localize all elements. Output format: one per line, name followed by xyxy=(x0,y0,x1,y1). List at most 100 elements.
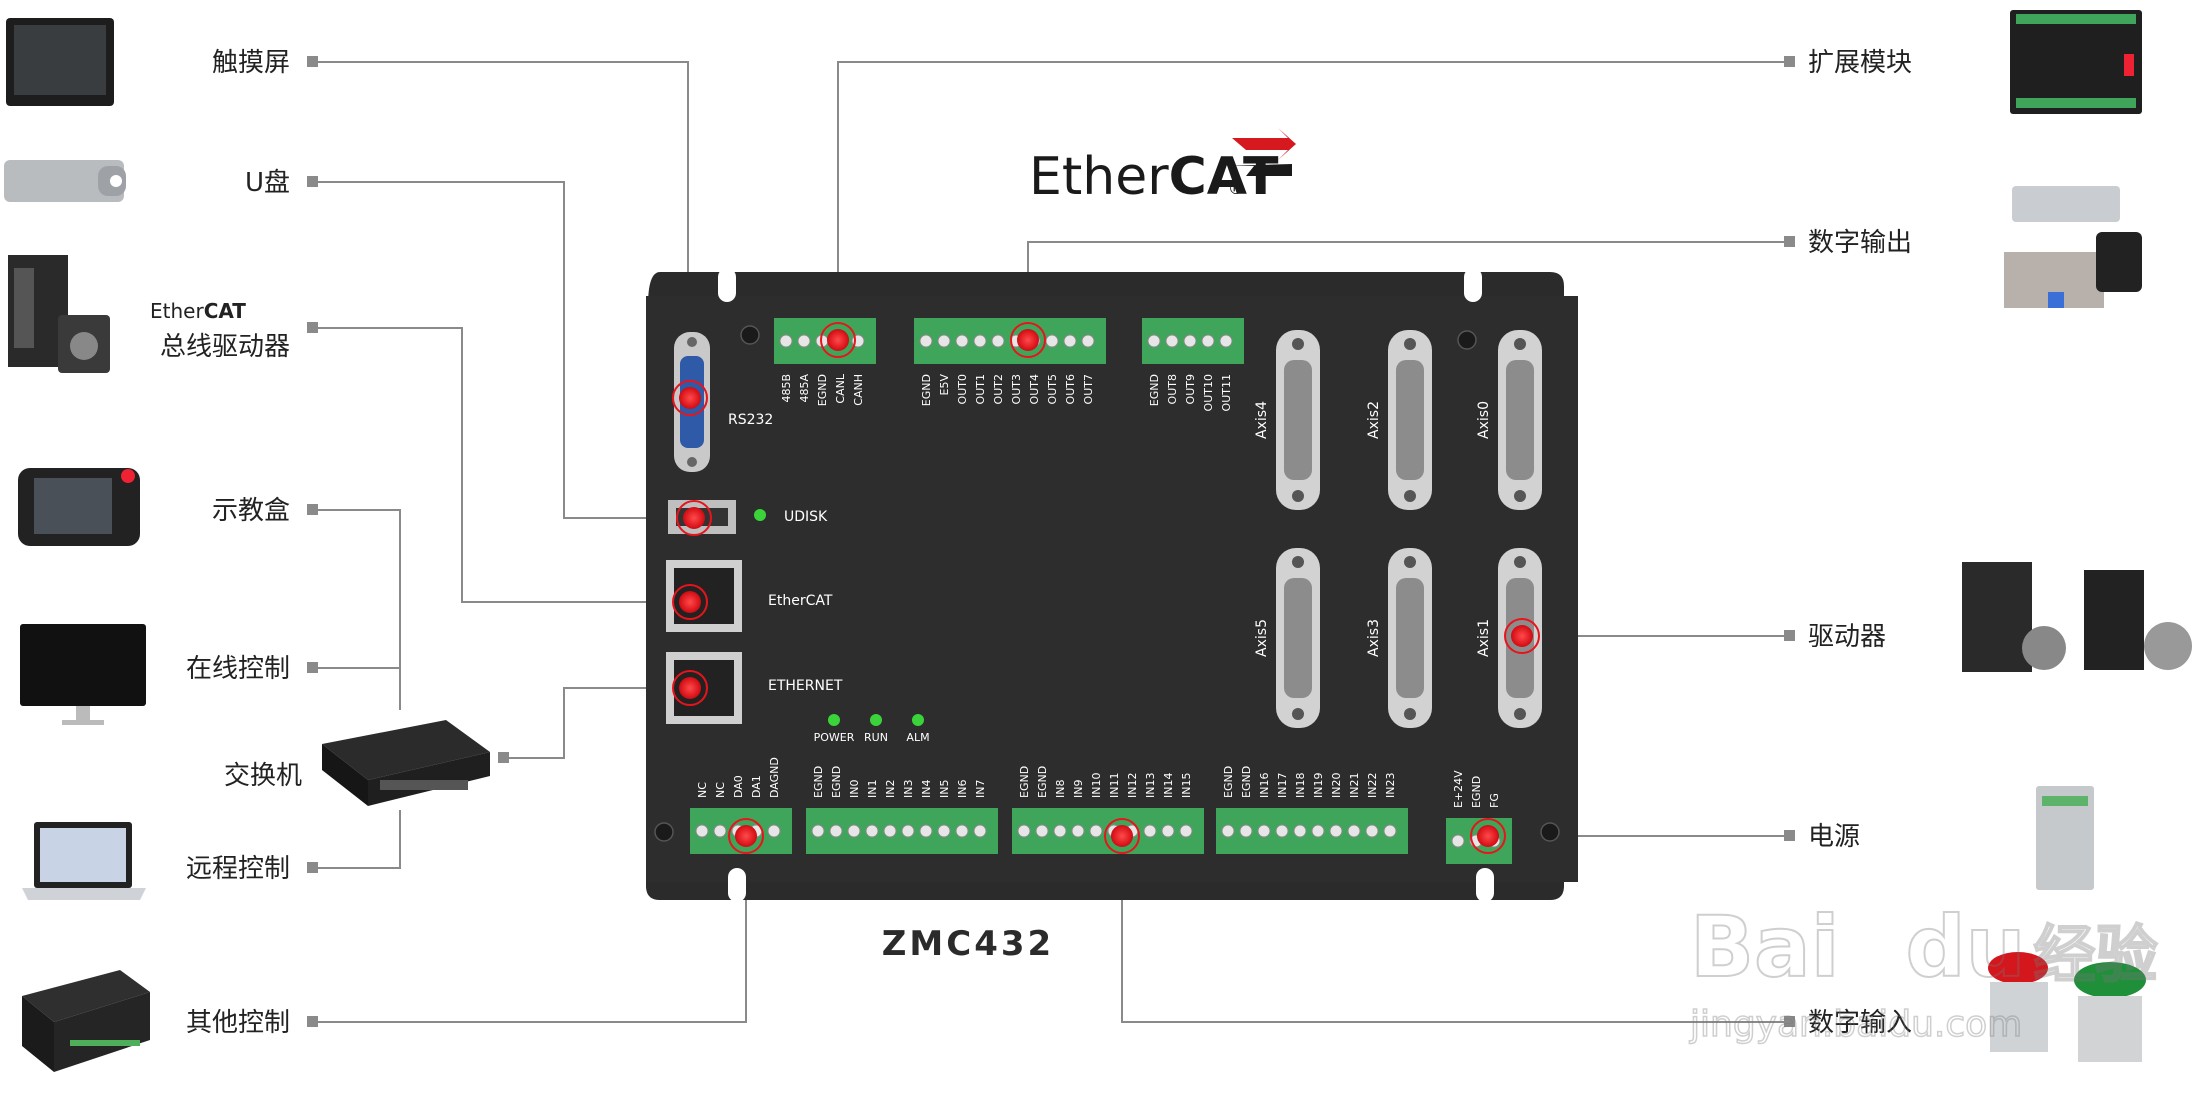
marker-can xyxy=(820,322,856,358)
axis-label: Axis3 xyxy=(1366,619,1382,657)
plc-image xyxy=(22,970,150,1072)
pin-label: IN7 xyxy=(974,780,987,798)
terminal-screw xyxy=(1045,334,1059,348)
axis-screw xyxy=(1514,338,1526,350)
pin-label: OUT7 xyxy=(1082,374,1095,404)
axis-port: Axis3 xyxy=(1366,548,1432,728)
ethercat-logo: EtherCAT ® xyxy=(1029,128,1296,207)
label-touchscreen: 触摸屏 xyxy=(212,48,290,78)
terminal-screw xyxy=(1239,824,1253,838)
marker-axis1 xyxy=(1504,618,1540,654)
axis-pins xyxy=(1396,578,1424,698)
line-switch xyxy=(504,687,690,759)
expansion-module-image xyxy=(2010,10,2142,114)
axis-pins xyxy=(1506,360,1534,480)
label-driver: 驱动器 xyxy=(1808,622,1886,652)
axis-screw xyxy=(1514,490,1526,502)
label-ethercat-small: EtherCAT xyxy=(150,299,246,323)
pin-label: IN22 xyxy=(1366,773,1379,798)
axis-screw xyxy=(1292,708,1304,720)
pin-label: OUT3 xyxy=(1010,374,1023,404)
line-udisk xyxy=(318,181,694,519)
marker-power xyxy=(1470,818,1506,854)
pin-label: IN4 xyxy=(920,780,933,798)
pin-label: IN15 xyxy=(1180,773,1193,798)
pin-label: OUT9 xyxy=(1184,374,1197,404)
pin-label: EGND xyxy=(816,374,829,406)
pin-label: IN17 xyxy=(1276,773,1289,798)
terminal-screw xyxy=(865,824,879,838)
marker-out xyxy=(1010,322,1046,358)
marker-ethercat xyxy=(672,584,708,620)
terminal-out_b: EGND OUT8 OUT9 OUT10 OUT11 xyxy=(1142,318,1244,411)
terminal-screw xyxy=(937,334,951,348)
svg-text:jingyan.baidu.com: jingyan.baidu.com xyxy=(1689,1004,2022,1045)
pin-label: 485B xyxy=(780,374,793,403)
pin-label: CANH xyxy=(852,374,865,406)
pin-label: IN21 xyxy=(1348,773,1361,798)
terminal-screw xyxy=(1035,824,1049,838)
pin-label: EGND xyxy=(812,766,825,798)
pin-label: OUT8 xyxy=(1166,374,1179,404)
axis-port: Axis4 xyxy=(1254,330,1320,510)
label-other-control: 其他控制 xyxy=(186,1008,290,1038)
pin-label: E+24V xyxy=(1452,770,1465,808)
pin-label: IN11 xyxy=(1108,773,1121,798)
ethernet-label: ETHERNET xyxy=(768,678,843,694)
terminal-screw xyxy=(919,334,933,348)
label-remote-control: 远程控制 xyxy=(186,854,290,884)
pin-label: OUT10 xyxy=(1202,374,1215,411)
pin-label: OUT11 xyxy=(1220,374,1233,411)
terminal-screw xyxy=(1089,824,1103,838)
pin-label: EGND xyxy=(1018,766,1031,798)
axis-label: Axis4 xyxy=(1254,401,1270,439)
terminal-screw xyxy=(973,824,987,838)
label-switch: 交换机 xyxy=(224,761,302,791)
terminal-screw xyxy=(1293,824,1307,838)
status-leds: POWER RUN ALM xyxy=(814,714,930,744)
pin-label: IN3 xyxy=(902,780,915,798)
terminal-screw xyxy=(1347,824,1361,838)
screws xyxy=(654,325,1560,842)
terminal-screw xyxy=(767,824,781,838)
pin-label: EGND xyxy=(1148,374,1161,406)
pin-label: EGND xyxy=(1240,766,1253,798)
terminal-screw xyxy=(991,334,1005,348)
axis-screw xyxy=(1292,490,1304,502)
terminal-screw xyxy=(1365,824,1379,838)
terminal-screw xyxy=(955,824,969,838)
touchscreen-image xyxy=(6,18,114,106)
pin-label: OUT5 xyxy=(1046,374,1059,404)
led-power-label: POWER xyxy=(814,731,855,744)
pin-label: OUT2 xyxy=(992,374,1005,404)
pin-label: CANL xyxy=(834,373,847,403)
line-ethercat xyxy=(318,327,690,603)
pin-label: EGND xyxy=(1470,776,1483,808)
pin-label: EGND xyxy=(920,374,933,406)
svg-text:®: ® xyxy=(1228,179,1244,198)
axis-screw xyxy=(1514,556,1526,568)
label-ethercat-drive: 总线驱动器 xyxy=(160,332,290,362)
switch-image xyxy=(322,720,490,806)
ethercat-label: EtherCAT xyxy=(768,593,833,609)
terminal-screw xyxy=(1147,334,1161,348)
label-teach-pendant: 示教盒 xyxy=(212,496,290,526)
label-udisk: U盘 xyxy=(245,168,290,198)
controller-board xyxy=(646,268,1578,902)
axis-port: Axis5 xyxy=(1254,548,1320,728)
pin-label: IN6 xyxy=(956,780,969,798)
terminal-screw xyxy=(883,824,897,838)
line-teach xyxy=(318,509,401,710)
pin-label: IN9 xyxy=(1072,780,1085,798)
axis-label: Axis1 xyxy=(1476,619,1492,657)
terminal-screw xyxy=(1221,824,1235,838)
pin-label: EGND xyxy=(1036,766,1049,798)
axis-screw xyxy=(1514,708,1526,720)
